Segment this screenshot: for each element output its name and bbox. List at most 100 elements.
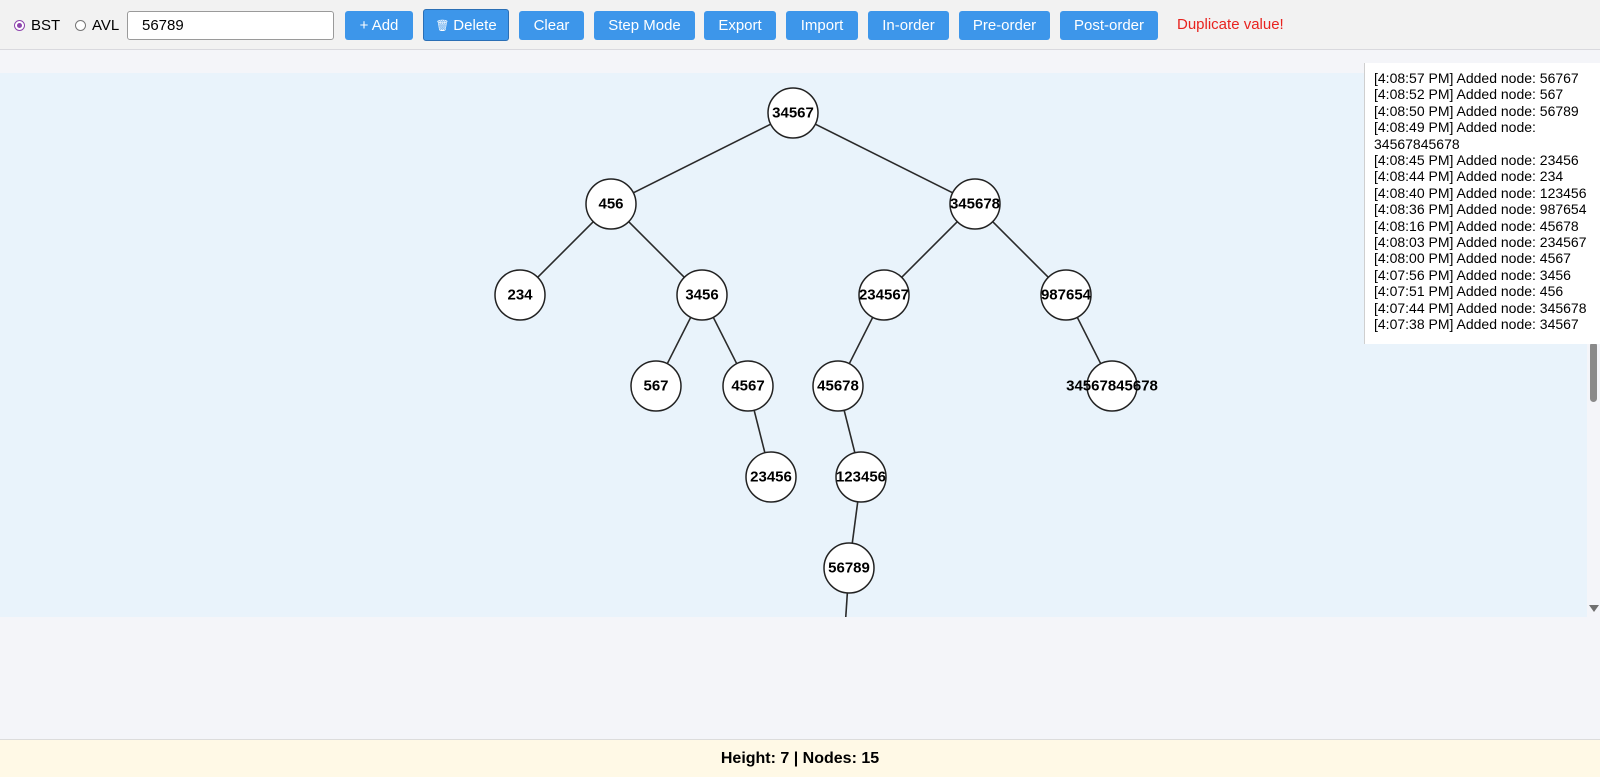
tree-node-987654[interactable]: 987654: [1040, 269, 1092, 321]
tree-edge: [628, 221, 685, 278]
tree-stats: Height: 7 | Nodes: 15: [720, 749, 880, 767]
tree-node-circle[interactable]: [823, 542, 875, 594]
bst-radio-label: BST: [31, 16, 61, 34]
tree-node-label: 34567845678: [1066, 378, 1158, 395]
bst-radio-dot[interactable]: [14, 19, 25, 31]
tree-node-circle[interactable]: [630, 360, 682, 412]
step-mode-button[interactable]: Step Mode: [594, 11, 695, 40]
tree-node-234567[interactable]: 234567: [858, 269, 910, 321]
status-bar: Height: 7 | Nodes: 15: [0, 739, 1600, 777]
tree-node-circle[interactable]: [812, 360, 864, 412]
tree-edge: [992, 221, 1049, 278]
tree-node-label: 234: [507, 287, 533, 304]
tree-node-3456[interactable]: 3456: [676, 269, 728, 321]
avl-radio-label: AVL: [92, 16, 120, 34]
tree-nodes: 34567 456 345678 234 3456 234567 987654 567 4567…: [494, 87, 1158, 594]
log-entry: [4:08:03 PM] Added node: 234567: [1374, 234, 1587, 251]
inorder-button[interactable]: In-order: [868, 11, 949, 40]
tree-node-4567[interactable]: 4567: [722, 360, 774, 412]
log-panel: [4:08:57 PM] Added node: 56767[4:08:52 P…: [1364, 63, 1600, 344]
tree-node-45678[interactable]: 45678: [812, 360, 864, 412]
log-entry: [4:08:57 PM] Added node: 56767: [1374, 70, 1579, 86]
tree-edge: [851, 501, 859, 544]
tree-edge: [843, 410, 856, 453]
tree-node-circle[interactable]: [676, 269, 728, 321]
tree-node-123456[interactable]: 123456: [835, 451, 887, 503]
tree-node-circle[interactable]: [835, 451, 887, 503]
tree-node-label: 45678: [817, 378, 859, 395]
tree-node-circle[interactable]: [494, 269, 546, 321]
tree-node-circle[interactable]: [1086, 360, 1138, 412]
log-entry: [4:08:50 PM] Added node: 56789: [1374, 102, 1579, 119]
log-entry: [4:07:51 PM] Added node: 456: [1374, 283, 1564, 300]
tree-edge: [1076, 316, 1102, 365]
error-message: Duplicate value!: [1177, 16, 1284, 33]
log-entry: [4:08:45 PM] Added node: 23456: [1374, 152, 1579, 169]
log-entry: [4:08:00 PM] Added node: 4567: [1374, 250, 1571, 267]
tree-node-456[interactable]: 456: [585, 178, 637, 230]
tree-node-circle[interactable]: [745, 451, 797, 503]
tree-node-circle[interactable]: [1040, 269, 1092, 321]
tree-node-label: 567: [643, 378, 668, 395]
tree-edge: [666, 316, 692, 365]
tree-edges: [537, 123, 1102, 617]
tree-node-567[interactable]: 567: [630, 360, 682, 412]
toolbar: BST AVL + Add 🗑 Delete Clear Step Mode E…: [0, 0, 1600, 50]
delete-button-label: Delete: [453, 16, 497, 34]
postorder-button[interactable]: Post-order: [1060, 11, 1158, 40]
tree-node-label: 456: [598, 196, 623, 213]
tree-diagram: 34567 456 345678 234 3456 234567 987654 567 4567…: [494, 87, 1158, 617]
log-entry: [4:08:40 PM] Added node: 123456: [1374, 184, 1587, 201]
tree-node-circle[interactable]: [949, 178, 1001, 230]
tree-edge: [848, 316, 874, 365]
tree-node-23456[interactable]: 23456: [745, 451, 797, 503]
tree-node-34567845678[interactable]: 34567845678: [1066, 360, 1158, 412]
tree-edge: [633, 123, 771, 194]
log-entry: [4:07:44 PM] Added node: 345678: [1374, 299, 1587, 316]
tree-node-circle[interactable]: [858, 269, 910, 321]
tree-node-label: 345678: [950, 196, 1000, 213]
tree-node-label: 123456: [836, 469, 886, 486]
tree-node-56789[interactable]: 56789: [823, 542, 875, 594]
tree-node-345678[interactable]: 345678: [949, 178, 1001, 230]
tree-edge: [712, 316, 738, 365]
log-entry: [4:08:36 PM] Added node: 987654: [1374, 201, 1587, 218]
import-button[interactable]: Import: [786, 11, 858, 40]
log-entry: [4:08:52 PM] Added node: 567: [1374, 86, 1564, 103]
tree-node-circle[interactable]: [767, 87, 819, 139]
export-button[interactable]: Export: [704, 11, 776, 40]
tree-node-label: 4567: [731, 378, 764, 395]
tree-node-label: 987654: [1041, 287, 1092, 304]
tree-edge: [815, 123, 953, 194]
trash-icon: 🗑: [435, 19, 450, 32]
scroll-down-arrow-icon[interactable]: [1589, 605, 1599, 612]
tree-node-circle[interactable]: [722, 360, 774, 412]
tree-node-circle[interactable]: [585, 178, 637, 230]
tree-canvas: 34567 456 345678 234 3456 234567 987654 567 4567…: [0, 73, 1587, 617]
tree-edge: [844, 592, 849, 617]
tree-node-label: 3456: [685, 287, 718, 304]
clear-button[interactable]: Clear: [519, 11, 584, 40]
delete-button[interactable]: 🗑 Delete: [423, 9, 509, 41]
log-entry: [4:08:49 PM] Added node: 34567845678: [1374, 119, 1536, 152]
tree-node-label: 234567: [859, 287, 909, 304]
preorder-button[interactable]: Pre-order: [959, 11, 1050, 40]
tree-node-label: 56789: [828, 560, 870, 577]
avl-radio-dot[interactable]: [75, 19, 86, 31]
tree-node-34567[interactable]: 34567: [767, 87, 819, 139]
add-button[interactable]: + Add: [345, 11, 413, 40]
log-entry: [4:08:44 PM] Added node: 234: [1374, 168, 1564, 185]
value-input[interactable]: [127, 11, 334, 40]
tree-node-label: 34567: [772, 105, 814, 122]
tree-node-label: 23456: [750, 469, 792, 486]
log-entry: [4:08:16 PM] Added node: 45678: [1374, 217, 1579, 234]
bst-radio[interactable]: BST: [14, 12, 60, 38]
avl-radio[interactable]: AVL: [75, 12, 119, 38]
log-entry: [4:07:56 PM] Added node: 3456: [1374, 266, 1571, 283]
scrollbar-thumb[interactable]: [1590, 342, 1597, 402]
tree-edge: [753, 410, 766, 453]
log-entry: [4:07:38 PM] Added node: 34567: [1374, 316, 1579, 333]
tree-edge: [537, 221, 594, 278]
tree-node-234[interactable]: 234: [494, 269, 546, 321]
tree-edge: [901, 221, 958, 278]
